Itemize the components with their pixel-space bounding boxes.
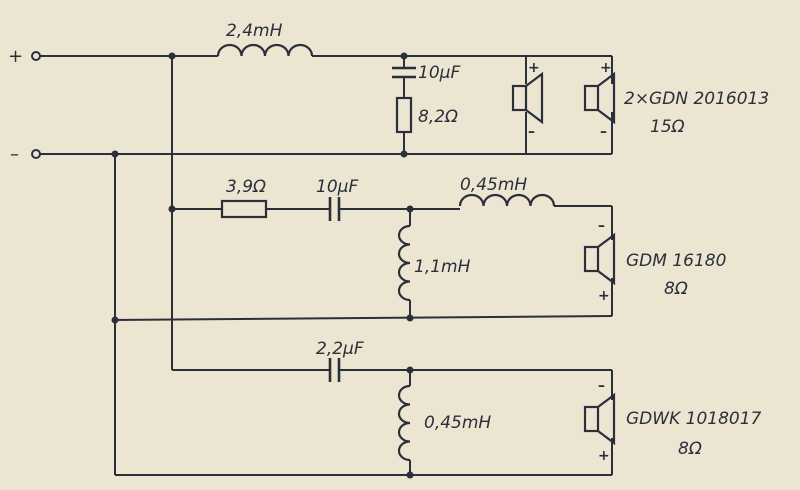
capacitor-10uf-mid: 10µF [316, 177, 358, 221]
inductor-1-1mh-shunt: 1,1mH [397, 224, 471, 302]
tweeter-speaker-2-plus: + [600, 60, 612, 76]
capacitor-10uf-mid-label: 10µF [316, 177, 358, 197]
resistor-8-2ohm-label: 8,2Ω [418, 107, 458, 127]
inductor-0-45mh-shunt-label: 0,45mH [424, 413, 491, 433]
resistor-3-9ohm-label: 3,9Ω [226, 177, 266, 197]
resistor-3-9ohm: 3,9Ω [220, 177, 268, 219]
tweeter-speaker-1-minus: – [528, 124, 535, 140]
minus-terminal: – [10, 144, 41, 165]
inductor-0-45mh-series-label: 0,45mH [460, 175, 527, 195]
capacitor-2-2uf-label: 2,2µF [316, 339, 364, 359]
bass-speaker: – + [583, 378, 616, 464]
mid-speaker: – + [583, 218, 616, 304]
bass-speaker-plus: + [598, 448, 610, 464]
mid-speaker-minus: – [598, 218, 605, 234]
capacitor-10uf-tweeter-label: 10µF [418, 63, 460, 83]
capacitor-2-2uf: 2,2µF [316, 339, 364, 382]
bass-speaker-name: GDWK 1018017 [626, 409, 762, 429]
tweeter-speaker-1: + – [511, 60, 544, 140]
inductor-0-45mh-series: 0,45mH [458, 175, 556, 207]
resistor-8-2ohm: 8,2Ω [395, 96, 458, 134]
minus-terminal-label: – [10, 144, 19, 165]
wires [40, 55, 613, 476]
inductor-0-45mh-shunt: 0,45mH [397, 384, 491, 462]
mid-speaker-plus: + [598, 288, 610, 304]
inductor-2-4mh: 2,4mH [216, 21, 314, 57]
inductor-1-1mh-shunt-label: 1,1mH [414, 257, 471, 277]
tweeter-speaker-2-minus: – [600, 124, 607, 140]
tweeter-speaker-1-plus: + [528, 60, 540, 76]
capacitor-10uf-tweeter: 10µF [392, 63, 460, 83]
plus-terminal-label: + [8, 46, 23, 67]
bass-speaker-impedance: 8Ω [678, 439, 702, 459]
inductor-2-4mh-label: 2,4mH [226, 21, 283, 41]
tweeter-speaker-impedance: 15Ω [650, 117, 685, 137]
tweeter-speaker-2: + – [583, 60, 616, 140]
mid-speaker-impedance: 8Ω [664, 279, 688, 299]
junction-dots [111, 52, 414, 479]
bass-speaker-minus: – [598, 378, 605, 394]
mid-speaker-name: GDM 16180 [626, 251, 726, 271]
plus-terminal: + [8, 46, 41, 67]
tweeter-speaker-name: 2×GDN 2016013 [624, 89, 769, 109]
